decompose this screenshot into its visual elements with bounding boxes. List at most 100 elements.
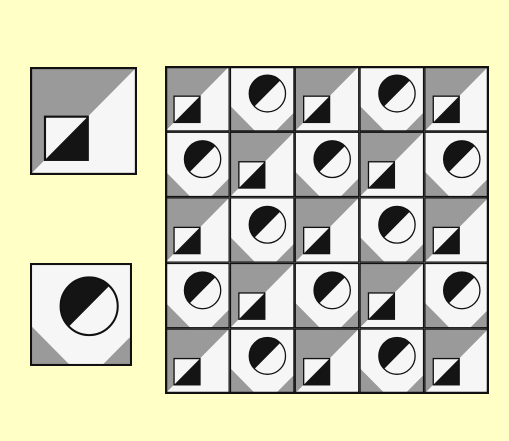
tile-border bbox=[229, 131, 295, 198]
white-semicircle bbox=[448, 146, 480, 178]
gray-wedge bbox=[359, 85, 425, 132]
circle-tile bbox=[165, 131, 230, 198]
black-triangle bbox=[303, 227, 330, 254]
circle-tile bbox=[424, 262, 489, 329]
white-semicircle bbox=[384, 80, 416, 112]
circle-tile bbox=[165, 262, 230, 329]
circle-outline bbox=[442, 140, 481, 179]
square-tile bbox=[294, 66, 360, 132]
circle-tile bbox=[229, 66, 295, 132]
tile-svg bbox=[30, 263, 132, 366]
circle-outline bbox=[248, 205, 287, 244]
black-triangle bbox=[303, 358, 330, 385]
circle-tile bbox=[294, 262, 360, 329]
circle-outline bbox=[59, 276, 119, 337]
circle-tile bbox=[424, 131, 489, 198]
tile-grid bbox=[165, 66, 489, 394]
black-triangle bbox=[238, 292, 265, 320]
square-tile bbox=[165, 66, 230, 132]
gray-wedge bbox=[294, 151, 360, 198]
tile-border bbox=[229, 197, 295, 263]
white-semicircle bbox=[189, 146, 221, 178]
white-semicircle bbox=[254, 80, 286, 112]
square-tile bbox=[294, 328, 360, 394]
black-triangle bbox=[174, 96, 200, 123]
gray-triangle bbox=[424, 170, 451, 198]
circle-outline bbox=[248, 336, 287, 375]
white-triangle bbox=[229, 262, 295, 329]
circle-outline bbox=[183, 140, 222, 179]
gray-triangle bbox=[294, 66, 360, 132]
white-triangle bbox=[165, 262, 230, 329]
gray-wedge bbox=[294, 282, 360, 329]
gray-triangle bbox=[30, 324, 71, 366]
gray-triangle bbox=[165, 170, 191, 198]
gray-wedge bbox=[229, 216, 295, 263]
square-tile bbox=[165, 328, 230, 394]
gray-wedge bbox=[30, 293, 132, 366]
gray-wedge bbox=[359, 348, 425, 394]
gray-triangle bbox=[294, 302, 321, 329]
square-tile bbox=[294, 197, 360, 263]
circle-outline bbox=[313, 140, 351, 179]
gray-triangle bbox=[229, 236, 256, 263]
gray-triangle bbox=[359, 105, 386, 132]
black-semicircle bbox=[314, 271, 346, 304]
gray-wedge bbox=[165, 151, 230, 198]
black-triangle bbox=[433, 96, 460, 123]
white-semicircle bbox=[384, 211, 416, 244]
tile-svg bbox=[165, 66, 489, 394]
square-tile bbox=[424, 66, 489, 132]
tile-border bbox=[229, 262, 295, 329]
black-semicircle bbox=[378, 206, 410, 238]
circle-tile bbox=[229, 197, 295, 263]
white-semicircle bbox=[384, 342, 416, 375]
black-semicircle bbox=[184, 140, 216, 173]
circle-outline bbox=[442, 271, 481, 310]
circle-tile bbox=[359, 197, 425, 263]
white-semicircle bbox=[68, 285, 118, 336]
square-tile bbox=[165, 197, 230, 263]
gray-wedge bbox=[424, 151, 489, 198]
circle-tile bbox=[359, 66, 425, 132]
square-tile bbox=[229, 131, 295, 198]
circle-outline bbox=[378, 336, 416, 375]
black-semicircle bbox=[60, 277, 110, 327]
white-triangle bbox=[294, 262, 360, 329]
circle-outline bbox=[378, 74, 416, 113]
tile-svg bbox=[30, 67, 137, 175]
circle-tile bbox=[359, 328, 425, 394]
square-tile bbox=[424, 197, 489, 263]
tile-border bbox=[294, 262, 360, 329]
circle-tile bbox=[294, 131, 360, 198]
white-semicircle bbox=[448, 277, 480, 309]
gray-triangle bbox=[294, 328, 360, 394]
black-semicircle bbox=[314, 140, 346, 173]
tile-border bbox=[359, 262, 425, 329]
circle-outline bbox=[313, 271, 351, 310]
black-semicircle bbox=[249, 206, 281, 238]
white-semicircle bbox=[319, 277, 351, 309]
black-triangle bbox=[174, 227, 200, 254]
tile-border bbox=[359, 197, 425, 263]
white-semicircle bbox=[254, 211, 286, 244]
gray-wedge bbox=[229, 348, 295, 394]
gray-wedge bbox=[424, 282, 489, 329]
circle-outline bbox=[248, 74, 287, 113]
black-semicircle bbox=[378, 337, 410, 369]
gray-triangle bbox=[359, 367, 386, 394]
black-triangle bbox=[238, 161, 265, 189]
gray-wedge bbox=[359, 216, 425, 263]
gray-wedge bbox=[165, 282, 230, 329]
gray-triangle bbox=[229, 367, 256, 394]
tile-border bbox=[294, 131, 360, 198]
square-tile bbox=[30, 67, 137, 175]
black-triangle bbox=[368, 161, 395, 189]
tile-border bbox=[359, 131, 425, 198]
gray-triangle bbox=[165, 302, 191, 329]
circle-outline bbox=[183, 271, 222, 310]
circle-tile bbox=[30, 263, 132, 366]
black-semicircle bbox=[249, 337, 281, 369]
grid-border bbox=[165, 66, 489, 394]
